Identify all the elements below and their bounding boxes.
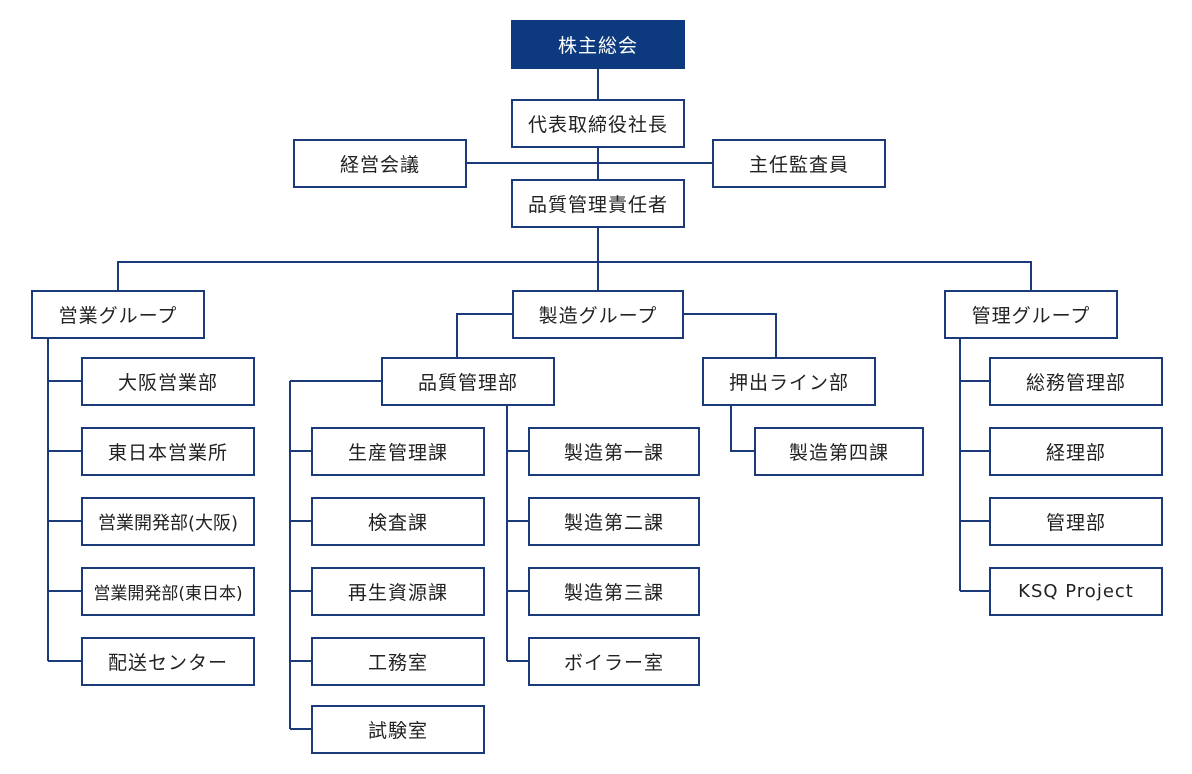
node-mfg-1: 製造第一課	[528, 427, 700, 476]
node-quality-control: 品質管理部	[381, 357, 555, 406]
node-engineering-room: 工務室	[311, 637, 485, 686]
connector	[456, 313, 512, 358]
node-inspection: 検査課	[311, 497, 485, 546]
node-production-control: 生産管理課	[311, 427, 485, 476]
node-ksq-project: KSQ Project	[989, 567, 1163, 616]
node-east-japan-office: 東日本営業所	[81, 427, 255, 476]
node-recycled-resources: 再生資源課	[311, 567, 485, 616]
node-mfg-2: 製造第二課	[528, 497, 700, 546]
node-board: 経営会議	[293, 139, 467, 188]
connector	[117, 261, 1032, 290]
node-sales-dev-osaka: 営業開発部(大阪)	[81, 497, 255, 546]
node-mfg-4: 製造第四課	[754, 427, 924, 476]
node-mfg-3: 製造第三課	[528, 567, 700, 616]
node-auditor: 主任監査員	[712, 139, 886, 188]
node-extrusion-line: 押出ライン部	[702, 357, 876, 406]
node-management: 管理部	[989, 497, 1163, 546]
node-boiler-room: ボイラー室	[528, 637, 700, 686]
node-osaka-sales: 大阪営業部	[81, 357, 255, 406]
node-accounting: 経理部	[989, 427, 1163, 476]
node-admin-group: 管理グループ	[944, 290, 1118, 339]
node-manufacturing-group: 製造グループ	[512, 290, 684, 339]
connector	[730, 405, 754, 452]
connector	[684, 313, 777, 358]
node-general-affairs: 総務管理部	[989, 357, 1163, 406]
node-sales-dev-east: 営業開発部(東日本)	[81, 567, 255, 616]
node-sales-group: 営業グループ	[31, 290, 205, 339]
node-shareholders: 株主総会	[511, 20, 685, 69]
node-qa-manager: 品質管理責任者	[511, 179, 685, 228]
node-test-room: 試験室	[311, 705, 485, 754]
node-ceo: 代表取締役社長	[511, 99, 685, 148]
node-delivery-center: 配送センター	[81, 637, 255, 686]
